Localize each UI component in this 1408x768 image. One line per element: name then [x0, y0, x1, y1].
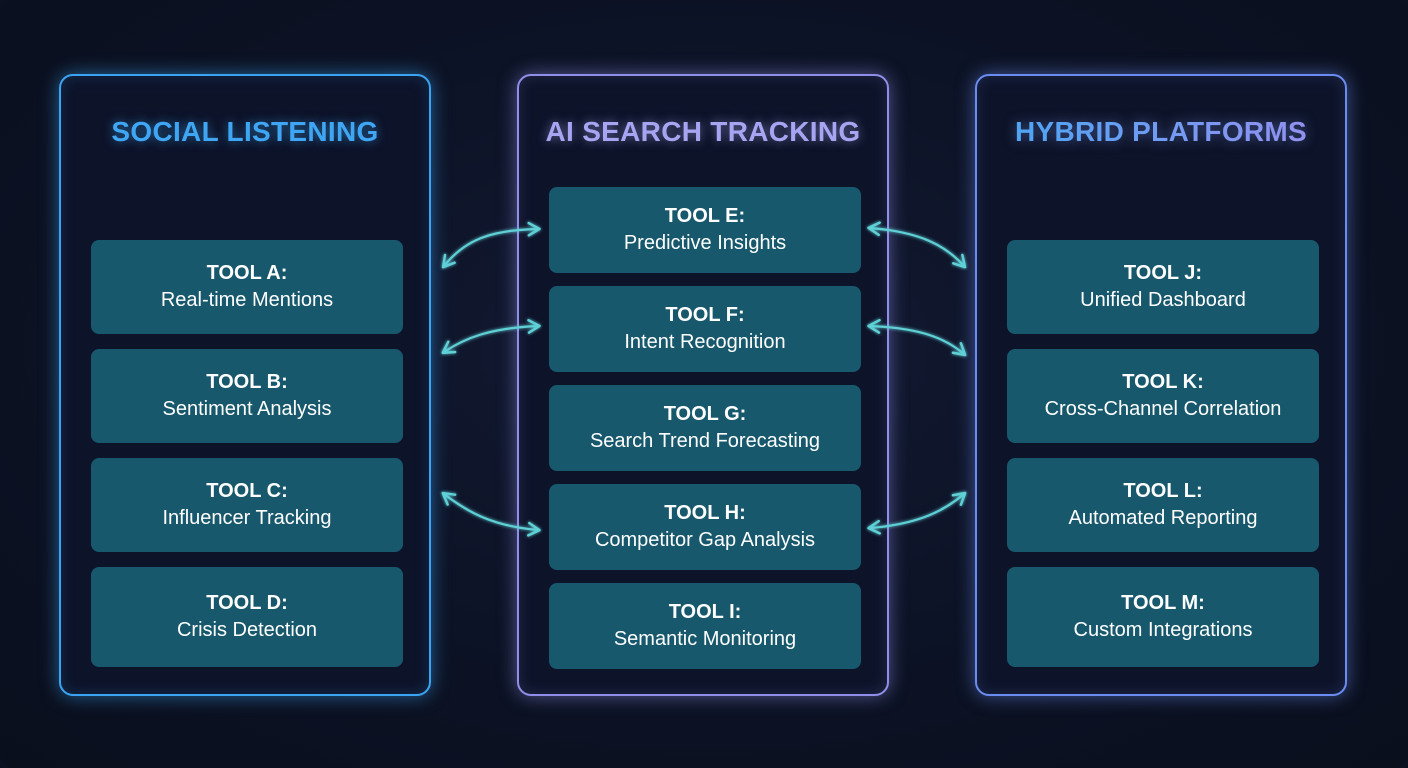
panel-hybrid-platforms: HYBRID PLATFORMS TOOL J: Unified Dashboa… — [975, 74, 1347, 696]
tool-desc: Competitor Gap Analysis — [594, 529, 816, 551]
tool-card-d: TOOL D: Crisis Detection — [91, 567, 403, 667]
tool-card-a: TOOL A: Real-time Mentions — [91, 240, 403, 334]
tool-card-l: TOOL L: Automated Reporting — [1007, 458, 1319, 552]
tool-name: TOOL E: — [664, 205, 746, 227]
tool-desc: Sentiment Analysis — [162, 398, 332, 420]
tool-name: TOOL M: — [1121, 592, 1205, 614]
tool-card-f: TOOL F: Intent Recognition — [549, 286, 861, 372]
tool-card-m: TOOL M: Custom Integrations — [1007, 567, 1319, 667]
tool-card-i: TOOL I: Semantic Monitoring — [549, 583, 861, 669]
tool-name: TOOL L: — [1123, 480, 1203, 502]
tool-name: TOOL J: — [1123, 262, 1203, 284]
tool-card-c: TOOL C: Influencer Tracking — [91, 458, 403, 552]
tool-name: TOOL K: — [1122, 371, 1204, 393]
tool-card-b: TOOL B: Sentiment Analysis — [91, 349, 403, 443]
tool-desc: Automated Reporting — [1068, 507, 1258, 529]
tool-card-e: TOOL E: Predictive Insights — [549, 187, 861, 273]
panel-title-ai-search-tracking: AI SEARCH TRACKING — [545, 116, 861, 147]
tool-name: TOOL B: — [206, 371, 288, 393]
tool-card-k: TOOL K: Cross-Channel Correlation — [1007, 349, 1319, 443]
tool-desc: Influencer Tracking — [162, 507, 332, 529]
tool-desc: Unified Dashboard — [1080, 289, 1246, 311]
panel-title-hybrid-platforms: HYBRID PLATFORMS — [977, 116, 1345, 148]
tool-name: TOOL A: — [206, 262, 288, 284]
panel-social-listening: SOCIAL LISTENING TOOL A: Real-time Menti… — [59, 74, 431, 696]
panel-ai-search-tracking: AI SEARCH TRACKING TOOL E: Predictive In… — [517, 74, 889, 696]
tool-card-j: TOOL J: Unified Dashboard — [1007, 240, 1319, 334]
tool-desc: Semantic Monitoring — [613, 628, 797, 650]
tool-name: TOOL C: — [206, 480, 288, 502]
tool-name: TOOL G: — [663, 403, 747, 425]
tool-desc: Crisis Detection — [176, 619, 318, 641]
tool-name: TOOL D: — [206, 592, 288, 614]
tool-name: TOOL F: — [665, 304, 745, 326]
tool-card-g: TOOL G: Search Trend Forecasting — [549, 385, 861, 471]
tool-desc: Search Trend Forecasting — [589, 430, 821, 452]
panel-title-social-listening: SOCIAL LISTENING — [111, 116, 379, 147]
tool-desc: Cross-Channel Correlation — [1044, 398, 1282, 420]
tool-name: TOOL H: — [664, 502, 746, 524]
tool-desc: Real-time Mentions — [160, 289, 334, 311]
tool-name: TOOL I: — [668, 601, 742, 623]
tool-card-h: TOOL H: Competitor Gap Analysis — [549, 484, 861, 570]
tool-desc: Intent Recognition — [624, 331, 786, 353]
tool-desc: Custom Integrations — [1073, 619, 1253, 641]
tool-desc: Predictive Insights — [623, 232, 787, 254]
